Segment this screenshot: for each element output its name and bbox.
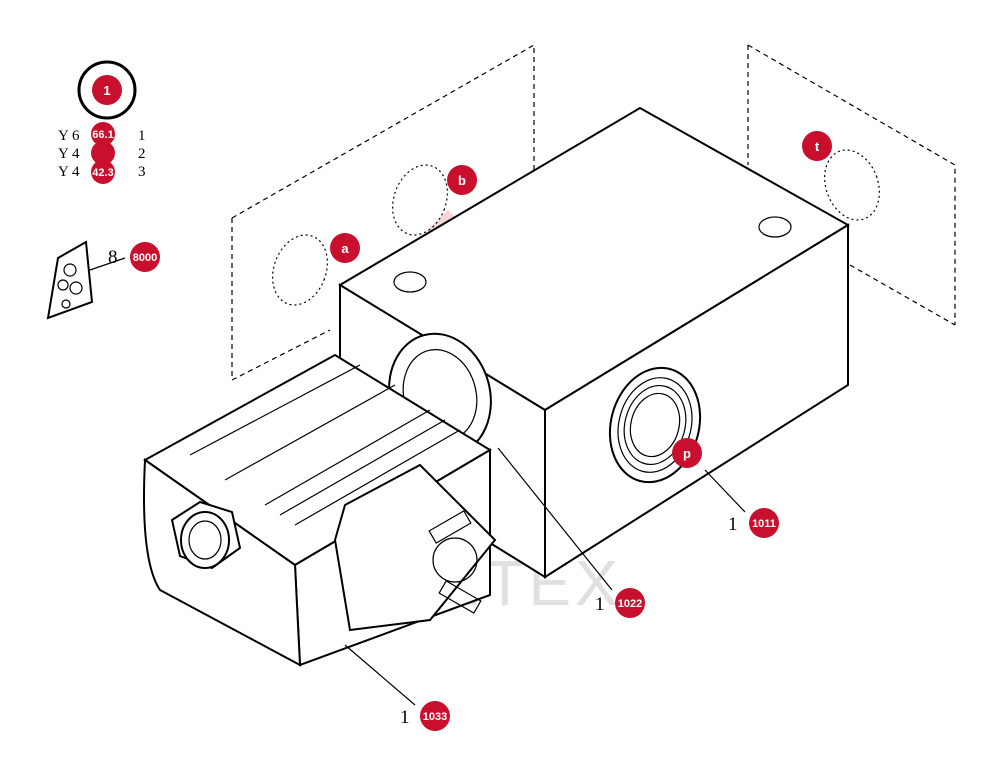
legend-row-1-code: 66.1 bbox=[92, 129, 113, 141]
legend-row-1-prefix: Y 6 bbox=[58, 128, 80, 144]
mounting-plane-left bbox=[231, 43, 535, 381]
legend-row-3-qty: 3 bbox=[138, 164, 146, 180]
leader-lines bbox=[344, 447, 746, 706]
part-1033-prefix: 1 bbox=[400, 707, 410, 728]
port-p-label: p bbox=[683, 446, 691, 461]
part-1011-code: 1011 bbox=[752, 518, 776, 530]
legend-row-3-code: 42.3 bbox=[92, 167, 113, 179]
legend-row-3-badge[interactable] bbox=[91, 160, 115, 184]
part-1022-callout[interactable]: 1 1022 bbox=[595, 588, 645, 618]
part-1033-code: 1033 bbox=[423, 711, 447, 723]
part-1033-callout[interactable]: 1 1033 bbox=[400, 701, 450, 731]
port-a-callout[interactable]: a bbox=[330, 233, 360, 263]
legend-row-1-qty: 1 bbox=[138, 128, 146, 144]
legend-row-2-qty: 2 bbox=[138, 146, 146, 162]
solenoid-coil bbox=[143, 353, 497, 667]
port-t-label: t bbox=[815, 139, 820, 154]
main-callout[interactable]: 1 bbox=[77, 60, 137, 120]
port-t-callout[interactable]: t bbox=[802, 131, 832, 161]
legend-row-1-badge[interactable] bbox=[91, 122, 115, 146]
kit-callout[interactable]: 8 8000 bbox=[108, 242, 160, 272]
mounting-plane-right bbox=[747, 44, 956, 326]
legend-row-2-prefix: Y 4 bbox=[58, 146, 80, 162]
port-p-callout[interactable]: p bbox=[672, 438, 702, 468]
port-b-label: b bbox=[458, 173, 466, 188]
kit-prefix: 8 bbox=[108, 247, 118, 268]
kit-code: 8000 bbox=[133, 252, 157, 264]
part-1011-callout[interactable]: 1 1011 bbox=[728, 508, 779, 538]
part-1022-prefix: 1 bbox=[595, 594, 605, 615]
part-1022-code: 1022 bbox=[618, 598, 642, 610]
legend-table: Y 6 66.1 1 Y 4 2 Y 4 42.3 3 bbox=[58, 122, 146, 184]
main-callout-label: 1 bbox=[103, 83, 110, 98]
seal-kit-icon bbox=[46, 240, 126, 320]
port-a-label: a bbox=[341, 241, 349, 256]
part-1011-prefix: 1 bbox=[728, 514, 738, 535]
legend-row-3-prefix: Y 4 bbox=[58, 164, 80, 180]
port-b-callout[interactable]: b bbox=[447, 165, 477, 195]
legend-row-2-badge[interactable] bbox=[91, 141, 115, 165]
